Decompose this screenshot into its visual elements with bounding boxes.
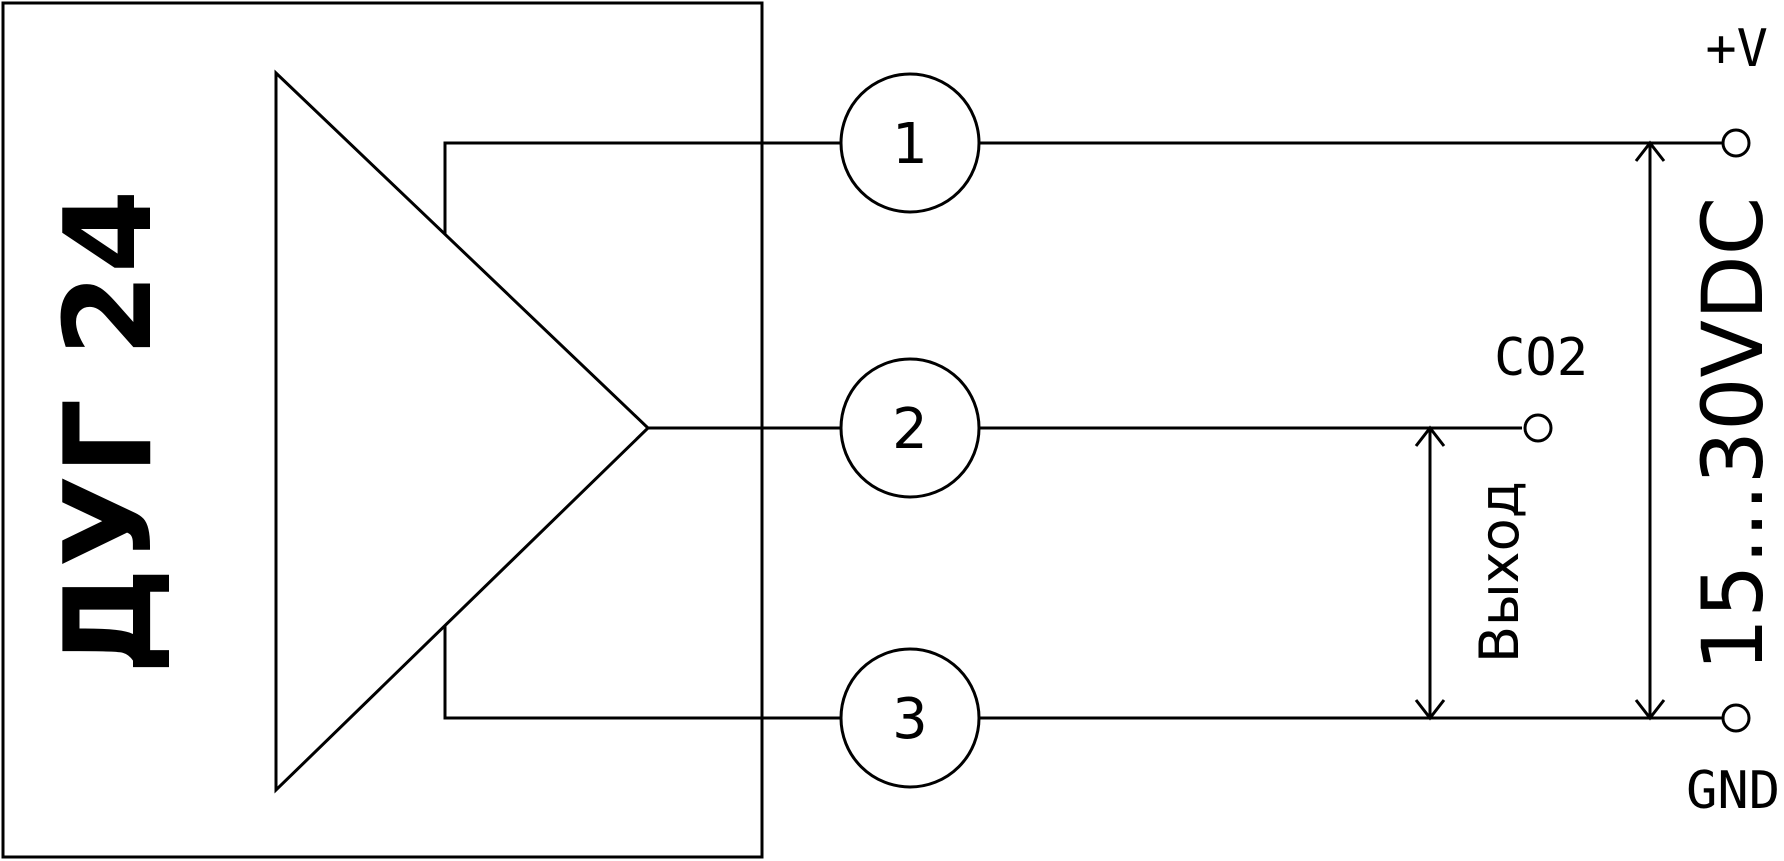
- device-title: ДУГ 24: [40, 190, 179, 675]
- pin-2: 2: [839, 357, 981, 499]
- pin-1: 1: [839, 72, 981, 214]
- terminal-gnd: [1721, 703, 1751, 733]
- output-dimension: [1414, 425, 1446, 721]
- pin-3-label: 3: [892, 687, 928, 752]
- amplifier-triangle: [274, 69, 651, 794]
- supply-dimension: [1634, 140, 1666, 721]
- device-housing: [1, 1, 764, 859]
- gnd-label: GND: [1686, 761, 1780, 821]
- pin-2-circle: [839, 357, 981, 499]
- plus-v-label: +V: [1705, 19, 1768, 79]
- wire-pin1-internal: [443, 141, 841, 234]
- output-label: Выход: [1468, 481, 1531, 663]
- pin-3-circle: [839, 647, 981, 789]
- pin-2-label: 2: [892, 397, 928, 462]
- supply-label: 15...30VDC: [1684, 197, 1782, 672]
- wire-pin3-internal: [443, 625, 841, 720]
- co2-label: CO2: [1494, 328, 1588, 388]
- pin-1-label: 1: [892, 112, 928, 177]
- output-arrow-top: [1414, 425, 1446, 447]
- terminal-co2: [1523, 413, 1553, 443]
- pin-1-circle: [839, 72, 981, 214]
- terminal-plus-v: [1721, 128, 1751, 158]
- supply-arrow-bottom: [1634, 699, 1666, 721]
- supply-arrow-top: [1634, 140, 1666, 162]
- output-arrow-bottom: [1414, 699, 1446, 721]
- pin-3: 3: [839, 647, 981, 789]
